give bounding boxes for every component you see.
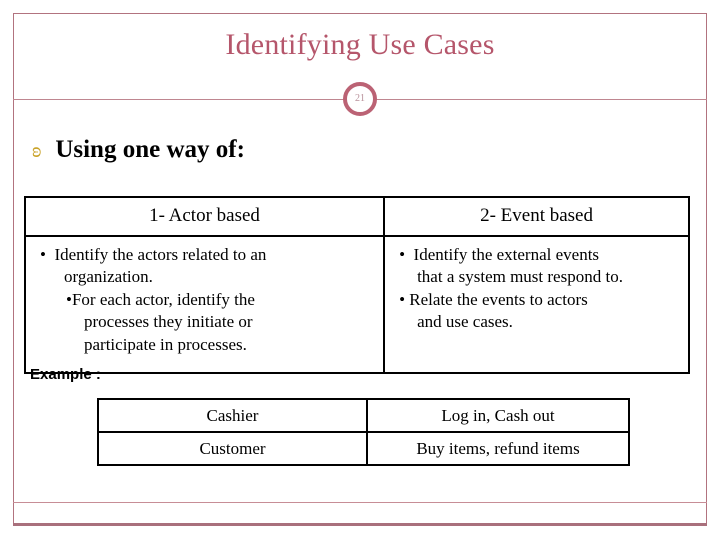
list-line: processes they initiate or — [84, 312, 253, 332]
frame-top-border — [13, 13, 707, 14]
list-line-text: For each actor, identify the — [71, 289, 255, 309]
example-label: Example : — [30, 366, 101, 383]
list-line: organization. — [64, 267, 153, 287]
table-header-row: 1- Actor based 2- Event based — [23, 196, 690, 237]
list-line: • Relate the events to actors — [399, 289, 588, 309]
example-usecases-customer: Buy items, refund items — [366, 431, 630, 466]
list-line: • Identify the actors related to an — [40, 245, 267, 264]
section-heading: ɞ Using one way of: — [32, 136, 245, 164]
list-line-text: Identify the actors related to an — [54, 245, 267, 264]
list-line: •For each actor, identify the — [66, 289, 255, 309]
table-row: Cashier Log in, Cash out — [97, 398, 630, 433]
list-line: that a system must respond to. — [417, 267, 623, 287]
table-body-row: • Identify the actors related to an orga… — [23, 235, 690, 374]
frame-left-border — [13, 13, 14, 524]
approaches-table: 1- Actor based 2- Event based • Identify… — [23, 196, 690, 374]
page-title: Identifying Use Cases — [225, 28, 495, 61]
frame-divider-bottom — [13, 502, 707, 503]
list-line-text: Relate the events to actors — [409, 289, 588, 309]
table-row: Customer Buy items, refund items — [97, 431, 630, 466]
list-item: • Relate the events to actors and use ca… — [391, 289, 682, 334]
list-item: •For each actor, identify the processes … — [32, 289, 377, 356]
frame-right-border — [706, 13, 707, 524]
event-based-list: • Identify the external events that a sy… — [391, 244, 682, 334]
list-line: and use cases. — [417, 312, 513, 332]
example-actor-cashier: Cashier — [97, 398, 368, 433]
list-line: participate in processes. — [84, 334, 247, 354]
example-usecases-cashier: Log in, Cash out — [366, 398, 630, 433]
example-actor-customer: Customer — [97, 431, 368, 466]
list-item: • Identify the external events that a sy… — [391, 244, 682, 289]
cell-event-based-steps: • Identify the external events that a sy… — [383, 235, 690, 374]
list-line: • Identify the external events — [399, 245, 600, 264]
page-number-text: 21 — [355, 93, 365, 104]
page-number-badge: 21 — [343, 82, 377, 116]
ornament-bullet-icon: ɞ — [32, 137, 42, 162]
cell-actor-based-steps: • Identify the actors related to an orga… — [23, 235, 386, 374]
actor-based-list: • Identify the actors related to an orga… — [32, 244, 377, 356]
example-table: Cashier Log in, Cash out Customer Buy it… — [97, 398, 630, 466]
column-header-actor-based: 1- Actor based — [23, 196, 386, 237]
column-header-event-based: 2- Event based — [383, 196, 690, 237]
frame-bottom-border — [13, 523, 707, 526]
list-line-text: Identify the external events — [413, 245, 600, 264]
section-heading-label: Using one way of: — [55, 136, 245, 163]
list-item: • Identify the actors related to an orga… — [32, 244, 377, 289]
